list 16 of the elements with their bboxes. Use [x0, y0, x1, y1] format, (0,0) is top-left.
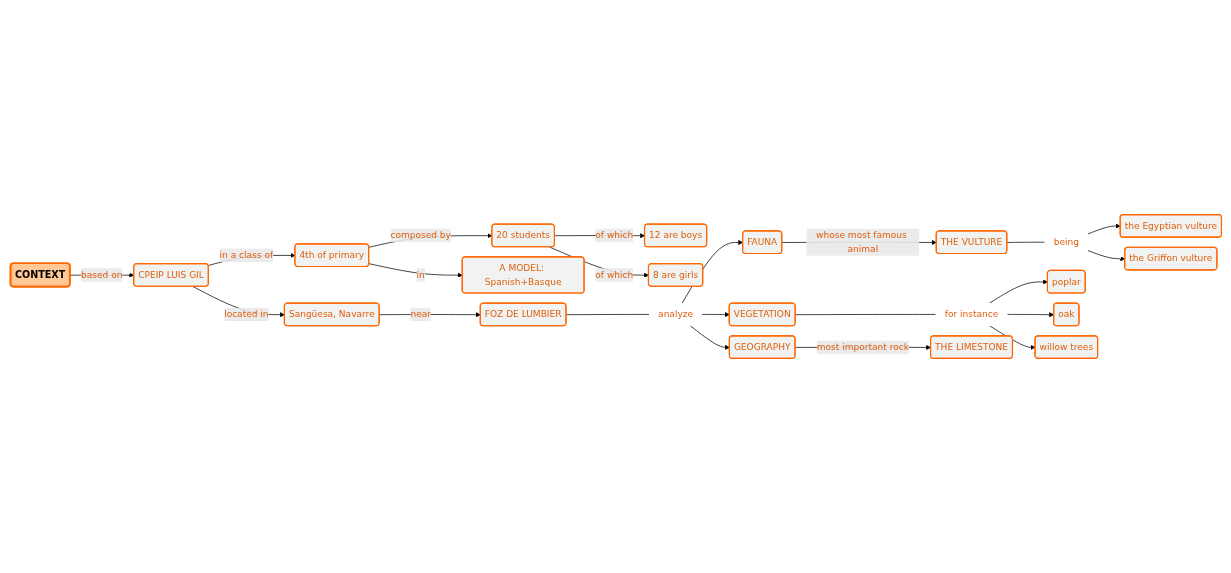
edge-label: composed by	[389, 229, 451, 241]
node-text: being	[1053, 236, 1079, 248]
edge-label: near	[409, 308, 431, 320]
edge-label: located in	[223, 308, 269, 320]
connector	[1006, 241, 1045, 243]
edge-label: based on	[80, 269, 122, 281]
connector	[794, 314, 936, 316]
edge-label: of which	[594, 269, 633, 281]
edge-label: whose most famous animal	[815, 229, 907, 255]
node-text: analyze	[657, 308, 693, 320]
edge-label: in a class of	[219, 249, 273, 261]
connector	[565, 314, 649, 316]
edge-label: in	[416, 269, 425, 281]
edge-label: of which	[594, 229, 633, 241]
edge-label: most important rock	[816, 341, 909, 353]
node-text: for instance	[944, 308, 998, 320]
